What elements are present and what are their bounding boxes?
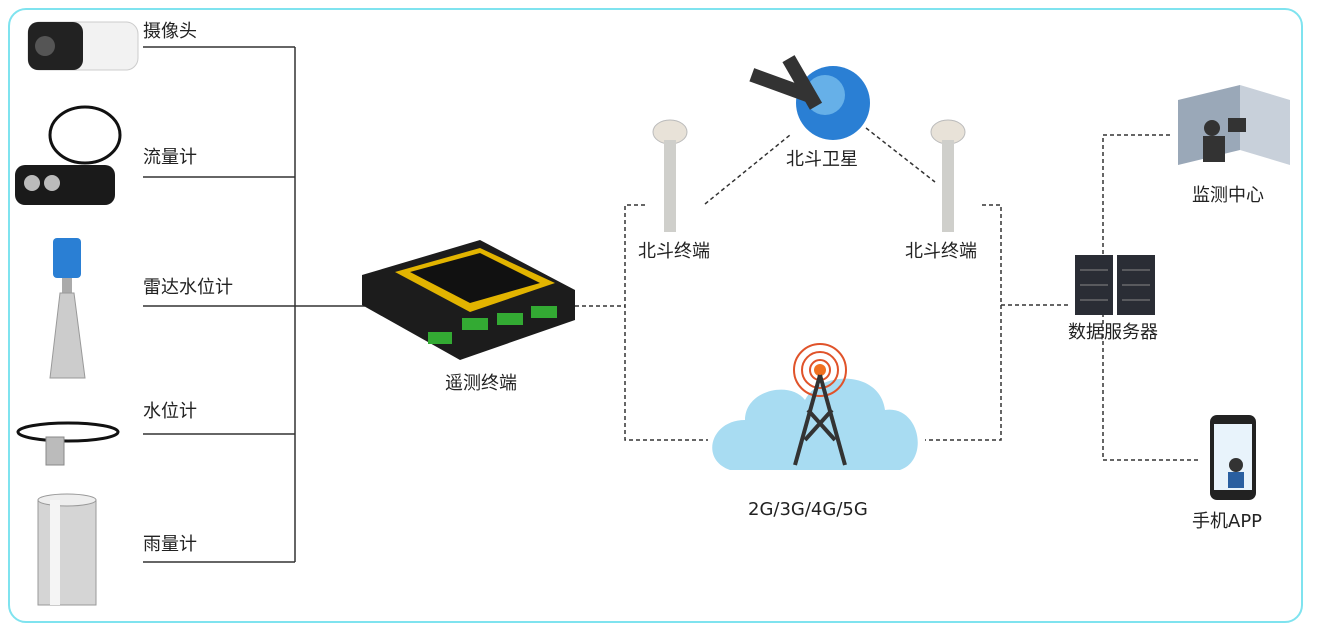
sensor-bus [143,46,365,563]
server-label: 数据服务器 [1068,322,1158,343]
sensor-label-flow-meter: 流量计 [143,147,197,168]
beidou-left-label: 北斗终端 [638,241,710,262]
beidou-right-label: 北斗终端 [905,241,977,262]
terminal-label: 遥测终端 [445,373,517,394]
monitor-center-label: 监测中心 [1192,185,1264,206]
mobile-app-label: 手机APP [1192,511,1263,532]
sensor-label-water-level: 水位计 [143,401,197,422]
diagram-frame [8,8,1303,623]
monitoring-center-icon [1178,85,1290,165]
satellite-icon [749,55,870,140]
flow-meter-icon [15,105,122,205]
sensor-label-radar-level: 雷达水位计 [143,277,233,298]
radar-level-meter-icon [49,238,86,379]
satellite-label: 北斗卫星 [786,149,858,170]
cellular-cloud-icon [712,343,918,470]
sensor-label-rain-gauge: 雨量计 [143,534,197,555]
phone-icon [1210,415,1256,500]
water-level-meter-icon [16,421,120,466]
beidou-antenna-right-icon [930,119,966,232]
beidou-antenna-left-icon [652,119,688,232]
sensor-label-camera: 摄像头 [143,21,197,42]
server-icon [1075,255,1155,315]
camera-icon [27,21,139,71]
telemetry-terminal-icon [362,240,575,360]
cellular-label: 2G/3G/4G/5G [748,499,868,520]
dashed-links [575,127,1200,461]
rain-gauge-icon [37,493,97,606]
